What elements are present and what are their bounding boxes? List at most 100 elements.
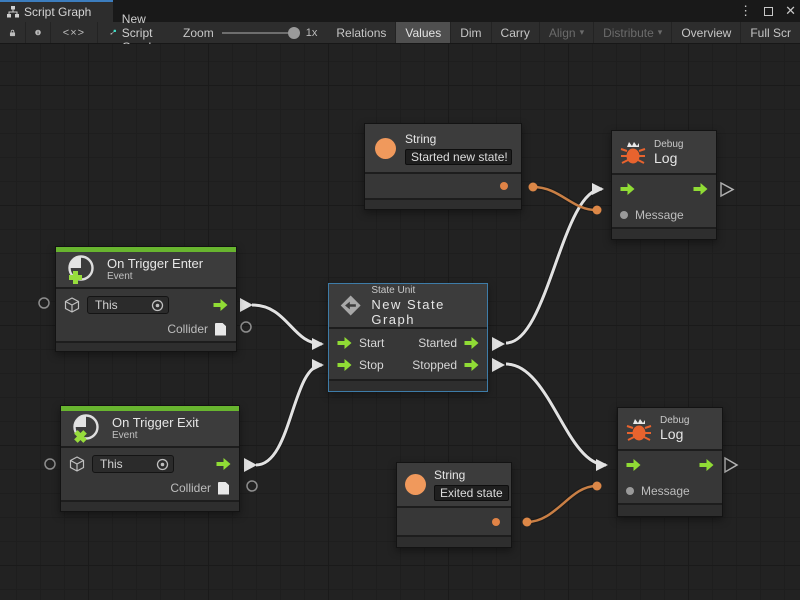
port-out-trigger-enter[interactable] xyxy=(240,298,253,312)
toolbar-button-dim[interactable]: Dim xyxy=(451,22,492,43)
toolbar-button-fullscreen[interactable]: Full Scr xyxy=(750,25,791,40)
object-picker-icon[interactable] xyxy=(151,299,164,312)
chevron-down-icon: ▾ xyxy=(579,27,585,37)
wire-end-dot xyxy=(592,481,602,491)
node-on-trigger-exit[interactable]: On Trigger Exit Event This xyxy=(60,405,240,512)
graph-canvas[interactable]: String Started new state! Debug Log xyxy=(0,44,800,600)
wire-exit-to-stop[interactable] xyxy=(255,359,324,467)
collider-port-row[interactable]: Collider xyxy=(61,476,239,500)
node-on-trigger-enter[interactable]: On Trigger Enter Event This xyxy=(55,246,237,352)
cube-icon xyxy=(64,297,80,313)
node-header: On Trigger Exit Event xyxy=(61,411,239,446)
toolbar-button-values[interactable]: Values xyxy=(396,22,452,43)
port-circle-collider-exit[interactable] xyxy=(246,480,258,492)
wire-enter-to-start[interactable] xyxy=(251,303,324,350)
port-out-log-top-unconnected[interactable] xyxy=(720,181,735,198)
chevron-down-icon: ▾ xyxy=(657,27,663,37)
state-port-row-1: Start Started xyxy=(329,332,487,354)
flow-out-icon[interactable] xyxy=(693,182,708,195)
node-header: String Started new state! xyxy=(365,124,521,172)
value-in-icon[interactable] xyxy=(626,486,634,495)
window-close-icon[interactable]: ✕ xyxy=(785,3,796,18)
wire-string-to-message-top[interactable] xyxy=(532,185,597,212)
script-graph-icon xyxy=(110,29,116,35)
port-out-string-value[interactable] xyxy=(492,518,500,526)
zoom-slider[interactable] xyxy=(221,26,300,39)
node-subtitle: Event xyxy=(112,430,138,441)
state-port-row-2: Stop Stopped xyxy=(329,354,487,376)
wire-stopped-to-log[interactable] xyxy=(505,362,608,471)
port-circle-unconnected[interactable] xyxy=(44,458,56,470)
info-button[interactable] xyxy=(26,22,51,43)
zoom-label: Zoom xyxy=(183,25,214,40)
wire-string-to-message-bottom[interactable] xyxy=(526,484,597,524)
flow-out-icon[interactable] xyxy=(699,458,714,471)
lock-button[interactable] xyxy=(0,22,26,43)
window-menu-icon[interactable]: ⋮ xyxy=(739,3,753,18)
state-unit-icon xyxy=(340,295,361,316)
port-out-trigger-exit[interactable] xyxy=(244,458,257,472)
flow-port-row xyxy=(618,451,722,478)
wire-started-to-log[interactable] xyxy=(505,183,604,345)
lock-icon xyxy=(9,29,16,36)
port-out-string-value[interactable] xyxy=(500,182,508,190)
node-kicker: State Unit xyxy=(371,284,416,296)
flow-out-icon[interactable] xyxy=(464,359,479,371)
trigger-enter-icon xyxy=(68,254,94,284)
node-subtitle: Event xyxy=(107,271,133,282)
code-view-button[interactable]: <×> xyxy=(51,22,98,43)
node-debug-log-top[interactable]: Debug Log Message xyxy=(611,130,717,240)
zoom-slider-handle[interactable] xyxy=(287,26,300,39)
toolbar-button-distribute[interactable]: Distribute ▾ xyxy=(594,22,673,43)
node-footer xyxy=(618,505,722,516)
collider-value-icon[interactable] xyxy=(218,481,229,495)
flow-out-icon[interactable] xyxy=(213,299,228,311)
zoom-value: 1x xyxy=(305,26,318,39)
target-port-row: This xyxy=(61,448,239,476)
collider-port-row[interactable]: Collider xyxy=(56,317,236,341)
port-label: Message xyxy=(635,207,684,222)
message-port-row[interactable]: Message xyxy=(618,478,722,503)
collider-value-icon[interactable] xyxy=(215,322,226,336)
port-out-log-bottom-unconnected[interactable] xyxy=(724,456,739,474)
node-kicker: Debug xyxy=(654,138,684,150)
port-out-stopped[interactable] xyxy=(492,358,505,372)
port-circle-unconnected[interactable] xyxy=(38,297,50,309)
flow-in-icon[interactable] xyxy=(337,337,352,349)
node-header: State Unit New State Graph xyxy=(329,284,487,327)
tab-script-graph[interactable]: Script Graph xyxy=(0,0,113,22)
tab-title: Script Graph xyxy=(24,5,92,19)
flow-out-icon[interactable] xyxy=(216,458,231,470)
node-state-unit[interactable]: State Unit New State Graph Start Started… xyxy=(328,283,488,392)
node-string-bottom[interactable]: String Exited state xyxy=(396,462,512,548)
value-in-icon[interactable] xyxy=(620,210,628,219)
toolbar-button-align[interactable]: Align ▾ xyxy=(540,22,595,43)
toolbar-button-carry[interactable]: Carry xyxy=(492,22,540,43)
object-picker-icon[interactable] xyxy=(156,458,169,471)
port-label: Collider xyxy=(170,481,211,495)
window-maximize-icon[interactable] xyxy=(764,6,774,16)
node-title: String xyxy=(434,468,466,482)
message-port-row[interactable]: Message xyxy=(612,202,716,227)
node-body: Message xyxy=(612,175,716,227)
node-footer xyxy=(365,200,521,209)
target-self-dropdown[interactable]: This xyxy=(87,296,169,314)
node-body: Message xyxy=(618,451,722,503)
flow-in-icon[interactable] xyxy=(626,458,641,471)
node-string-top[interactable]: String Started new state! xyxy=(364,123,522,210)
target-self-dropdown[interactable]: This xyxy=(92,455,174,473)
toolbar-button-relations[interactable]: Relations xyxy=(327,22,397,43)
window-controls: ⋮ ✕ xyxy=(739,0,796,22)
cube-icon xyxy=(69,456,85,472)
port-circle-collider-enter[interactable] xyxy=(240,321,252,333)
flow-out-icon[interactable] xyxy=(464,337,479,349)
node-debug-log-bottom[interactable]: Debug Log Message xyxy=(617,407,723,517)
flow-in-icon[interactable] xyxy=(337,359,352,371)
string-literal-icon xyxy=(405,474,426,495)
string-value-field[interactable]: Started new state! xyxy=(405,148,512,165)
port-out-started[interactable] xyxy=(492,337,505,351)
node-footer xyxy=(612,229,716,239)
flow-in-icon[interactable] xyxy=(620,182,635,195)
string-value-field[interactable]: Exited state xyxy=(434,485,509,501)
toolbar-button-overview[interactable]: Overview xyxy=(672,22,742,43)
